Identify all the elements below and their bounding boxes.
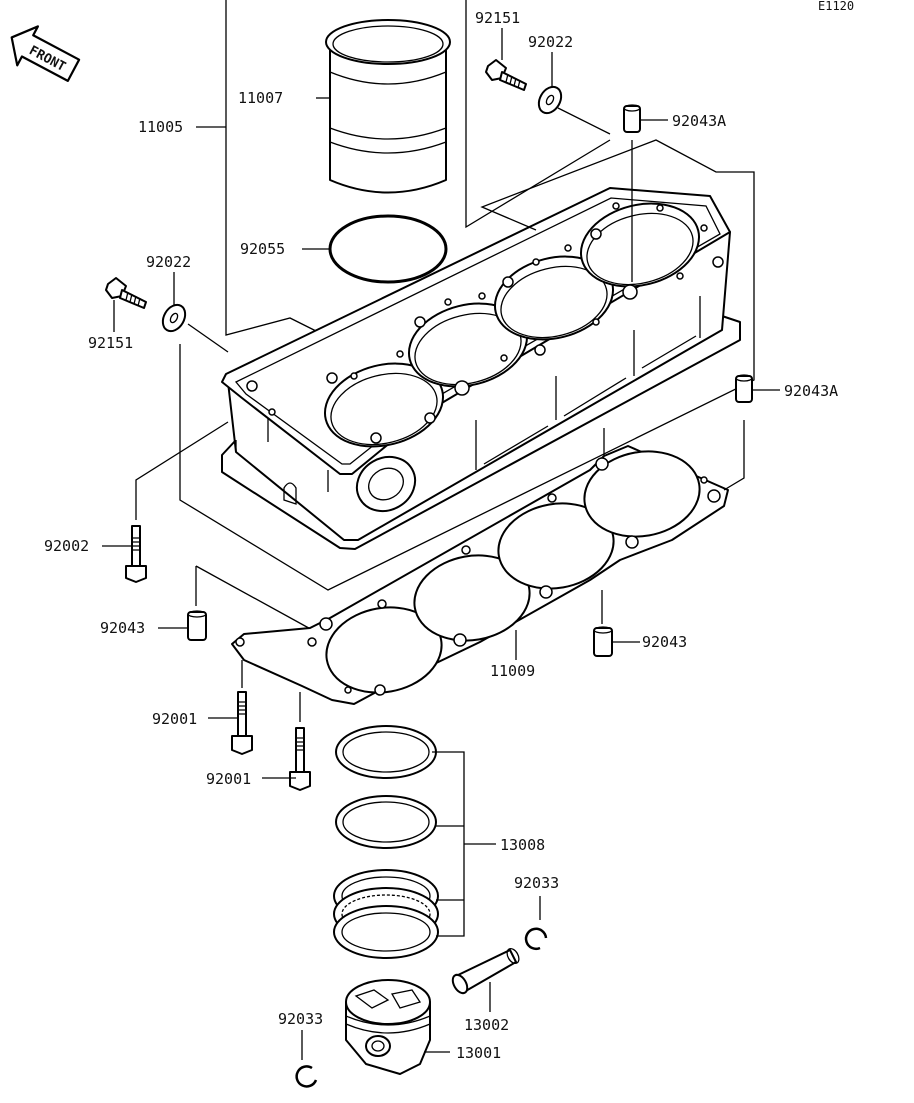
label-92043-left: 92043 (100, 619, 145, 637)
cylinder-sleeve (325, 19, 451, 194)
label-92001-upper: 92001 (152, 710, 197, 728)
label-92033-left: 92033 (278, 1010, 323, 1028)
o-ring (328, 214, 448, 284)
label-92151-top: 92151 (475, 9, 520, 27)
flange-bolt-left (105, 277, 147, 309)
front-arrow-icon: FRONT (10, 25, 81, 82)
piston-ring-second (335, 795, 437, 849)
label-92022-top: 92022 (528, 33, 573, 51)
washer-left (161, 303, 187, 333)
label-92001-lower: 92001 (206, 770, 251, 788)
flange-bolt-top (485, 59, 527, 91)
label-92055: 92055 (240, 240, 285, 258)
long-bolt-92002 (125, 525, 147, 583)
label-92043A-top: 92043A (672, 112, 726, 130)
label-11005: 11005 (138, 118, 183, 136)
label-92033-right: 92033 (514, 874, 559, 892)
base-gasket (231, 445, 729, 705)
bolt-92001-upper (231, 691, 253, 755)
label-92043-right: 92043 (642, 633, 687, 651)
piston-ring-top (335, 725, 437, 779)
label-11007: 11007 (238, 89, 283, 107)
washer-top (537, 85, 563, 115)
bolt-92001-lower (289, 727, 311, 791)
label-13001: 13001 (456, 1044, 501, 1062)
dowel-pin-left (187, 610, 207, 641)
label-92022-left: 92022 (146, 253, 191, 271)
label-13008: 13008 (500, 836, 545, 854)
piston-pin (451, 947, 520, 995)
dowel-pin-lower-right (593, 626, 613, 657)
piston (345, 979, 431, 1075)
diagram-code: E1120 (818, 0, 854, 13)
oil-ring-set (333, 869, 439, 959)
label-13002: 13002 (464, 1016, 509, 1034)
label-92002: 92002 (44, 537, 89, 555)
cylinder-block (221, 187, 741, 550)
dowel-pin-top (623, 104, 641, 133)
label-11009: 11009 (490, 662, 535, 680)
label-92151-left: 92151 (88, 334, 133, 352)
circlip-left (295, 1065, 318, 1088)
dowel-pin-right (735, 374, 753, 403)
circlip-right (524, 927, 548, 951)
label-92043A-right: 92043A (784, 382, 838, 400)
